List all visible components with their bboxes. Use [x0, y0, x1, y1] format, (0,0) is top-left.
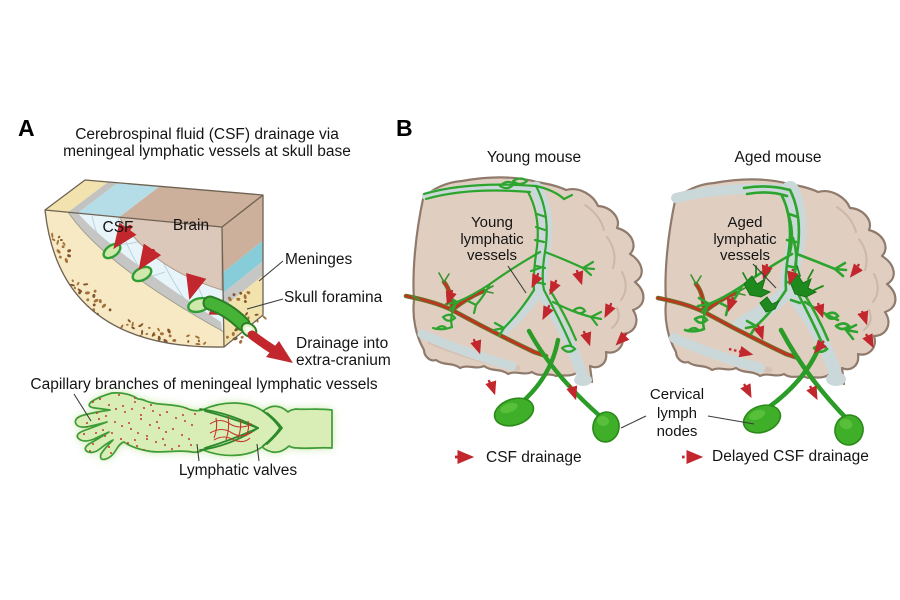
valve-muscle-mesh — [209, 415, 253, 443]
panel-b-letter: B — [396, 115, 413, 141]
panel-a-title: Cerebrospinal fluid (CSF) drainage via m… — [63, 126, 351, 160]
young-vessels-label: Young lymphatic vessels — [460, 214, 524, 264]
lymphatic-vessel-exit-tube — [202, 295, 258, 338]
capillary-vessel-illustration — [73, 392, 333, 462]
csf-drainage-legend: CSF drainage — [486, 449, 582, 466]
aged-mouse-brain — [655, 179, 895, 446]
lymphatic-valve-1 — [199, 408, 259, 451]
young-lymphatic-network — [422, 177, 603, 353]
panel-b-pointer-lines — [507, 263, 777, 429]
young-cervical-lymph-nodes — [493, 397, 620, 443]
aged-vessels-label: Aged lymphatic vessels — [713, 214, 777, 264]
panel-a-letter: A — [18, 115, 35, 141]
brain-label: Brain — [172, 217, 210, 234]
drainage-label: Drainage into extra-cranium — [296, 335, 391, 369]
skull-wedge-illustration — [44, 179, 293, 363]
skull-foramina-label: Skull foramina — [284, 289, 383, 306]
aged-mouse-title: Aged mouse — [734, 149, 822, 166]
young-csf-arrows — [445, 269, 630, 401]
capillary-branches-label: Capillary branches of meningeal lymphati… — [30, 376, 378, 393]
lymphatic-valves-label: Lymphatic valves — [178, 462, 298, 479]
cervical-lymph-nodes-label: Cervical lymph nodes — [649, 386, 705, 440]
csf-drainage-arrow-icon — [455, 450, 475, 464]
young-mouse-brain — [403, 177, 643, 443]
young-mouse-title: Young mouse — [486, 149, 582, 166]
drainage-arrow — [247, 330, 293, 363]
young-lymph-trunks — [518, 328, 604, 420]
lymphatic-valve-2 — [262, 410, 284, 447]
delayed-csf-drainage-arrow-icon — [682, 450, 704, 464]
meninges-label: Meninges — [285, 251, 353, 268]
aged-cervical-lymph-nodes — [742, 404, 864, 446]
aged-delayed-csf-arrows — [726, 263, 874, 401]
csf-label: CSF — [102, 219, 134, 236]
valve-pointer-lines — [73, 393, 260, 462]
delayed-csf-drainage-legend: Delayed CSF drainage — [712, 448, 869, 465]
panel-a-pointer-lines — [246, 260, 284, 310]
